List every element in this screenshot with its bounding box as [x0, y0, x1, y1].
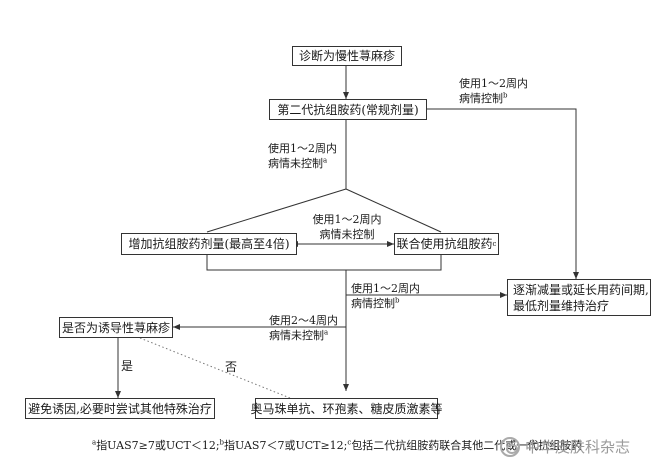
node-inducible: 是否为诱导性荨麻疹: [59, 317, 173, 338]
node-diagnosis: 诊断为慢性荨麻疹: [292, 46, 402, 66]
label-yes: 是: [121, 359, 134, 373]
watermark: 中华皮肤科杂志: [500, 436, 630, 457]
label-upper-left: 使用1～2周内 病情未控制a: [268, 142, 337, 170]
node-increase-dose: 增加抗组胺药剂量(最高至4倍): [121, 233, 297, 255]
node-avoid: 避免诱因,必要时尝试其他特殊治疗: [25, 398, 215, 419]
label-lower-left: 使用2～4周内 病情未控制a: [269, 314, 338, 342]
label-middle: 使用1～2周内 病情未控制: [312, 213, 382, 241]
label-no: 否: [225, 360, 238, 374]
node-second-gen: 第二代抗组胺药(常规剂量): [269, 99, 427, 120]
arrow-top-right-to-taper: [427, 108, 579, 279]
node-omalizumab: 奥马珠单抗、环孢素、糖皮质激素等: [251, 398, 443, 419]
node-taper: 逐渐减量或延长用药间期, 最低剂量维持治疗: [507, 279, 651, 316]
wechat-icon: [500, 436, 520, 457]
line-diagonal-right: [345, 188, 442, 233]
dotted-no-path: [139, 337, 291, 399]
line-bottom-bracket: [206, 255, 442, 271]
label-top-right: 使用1～2周内 病情控制b: [459, 77, 528, 105]
footnote: a指UAS7≥7或UCT＜12;b指UAS7＜7或UCT≥12;c包括二代抗组胺…: [92, 438, 583, 452]
line-diagonal-left: [206, 188, 347, 233]
label-lower-right: 使用1～2周内 病情控制b: [351, 282, 420, 310]
